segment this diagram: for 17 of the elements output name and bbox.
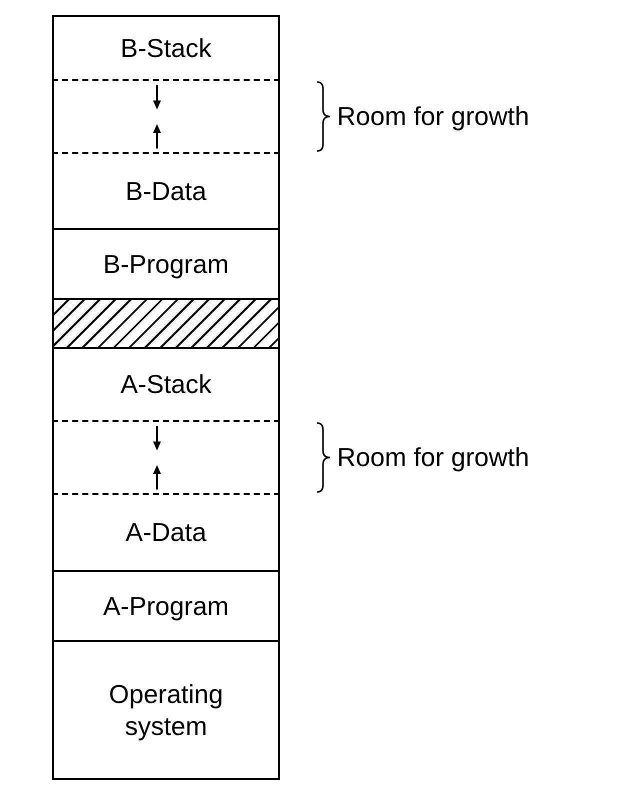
annotation-text: Room for growth	[337, 100, 530, 132]
memory-segment	[52, 228, 280, 300]
memory-segment	[52, 15, 280, 81]
segment-label: B-Program	[102, 248, 230, 280]
hatched-region	[52, 298, 280, 349]
segment-label: A-Stack	[119, 368, 213, 401]
segment-label: B-Stack	[119, 32, 213, 64]
memory-segment	[52, 570, 280, 642]
segment-label: B-Data	[124, 174, 208, 208]
memory-segment	[52, 152, 280, 230]
segment-label: A-Program	[102, 590, 230, 622]
memory-segment	[52, 640, 280, 780]
memory-segment	[52, 493, 280, 572]
annotation-text: Room for growth	[337, 442, 530, 472]
memory-segment	[52, 347, 280, 422]
segment-label: A-Data	[124, 516, 208, 549]
segment-label: Operating system	[108, 678, 224, 742]
